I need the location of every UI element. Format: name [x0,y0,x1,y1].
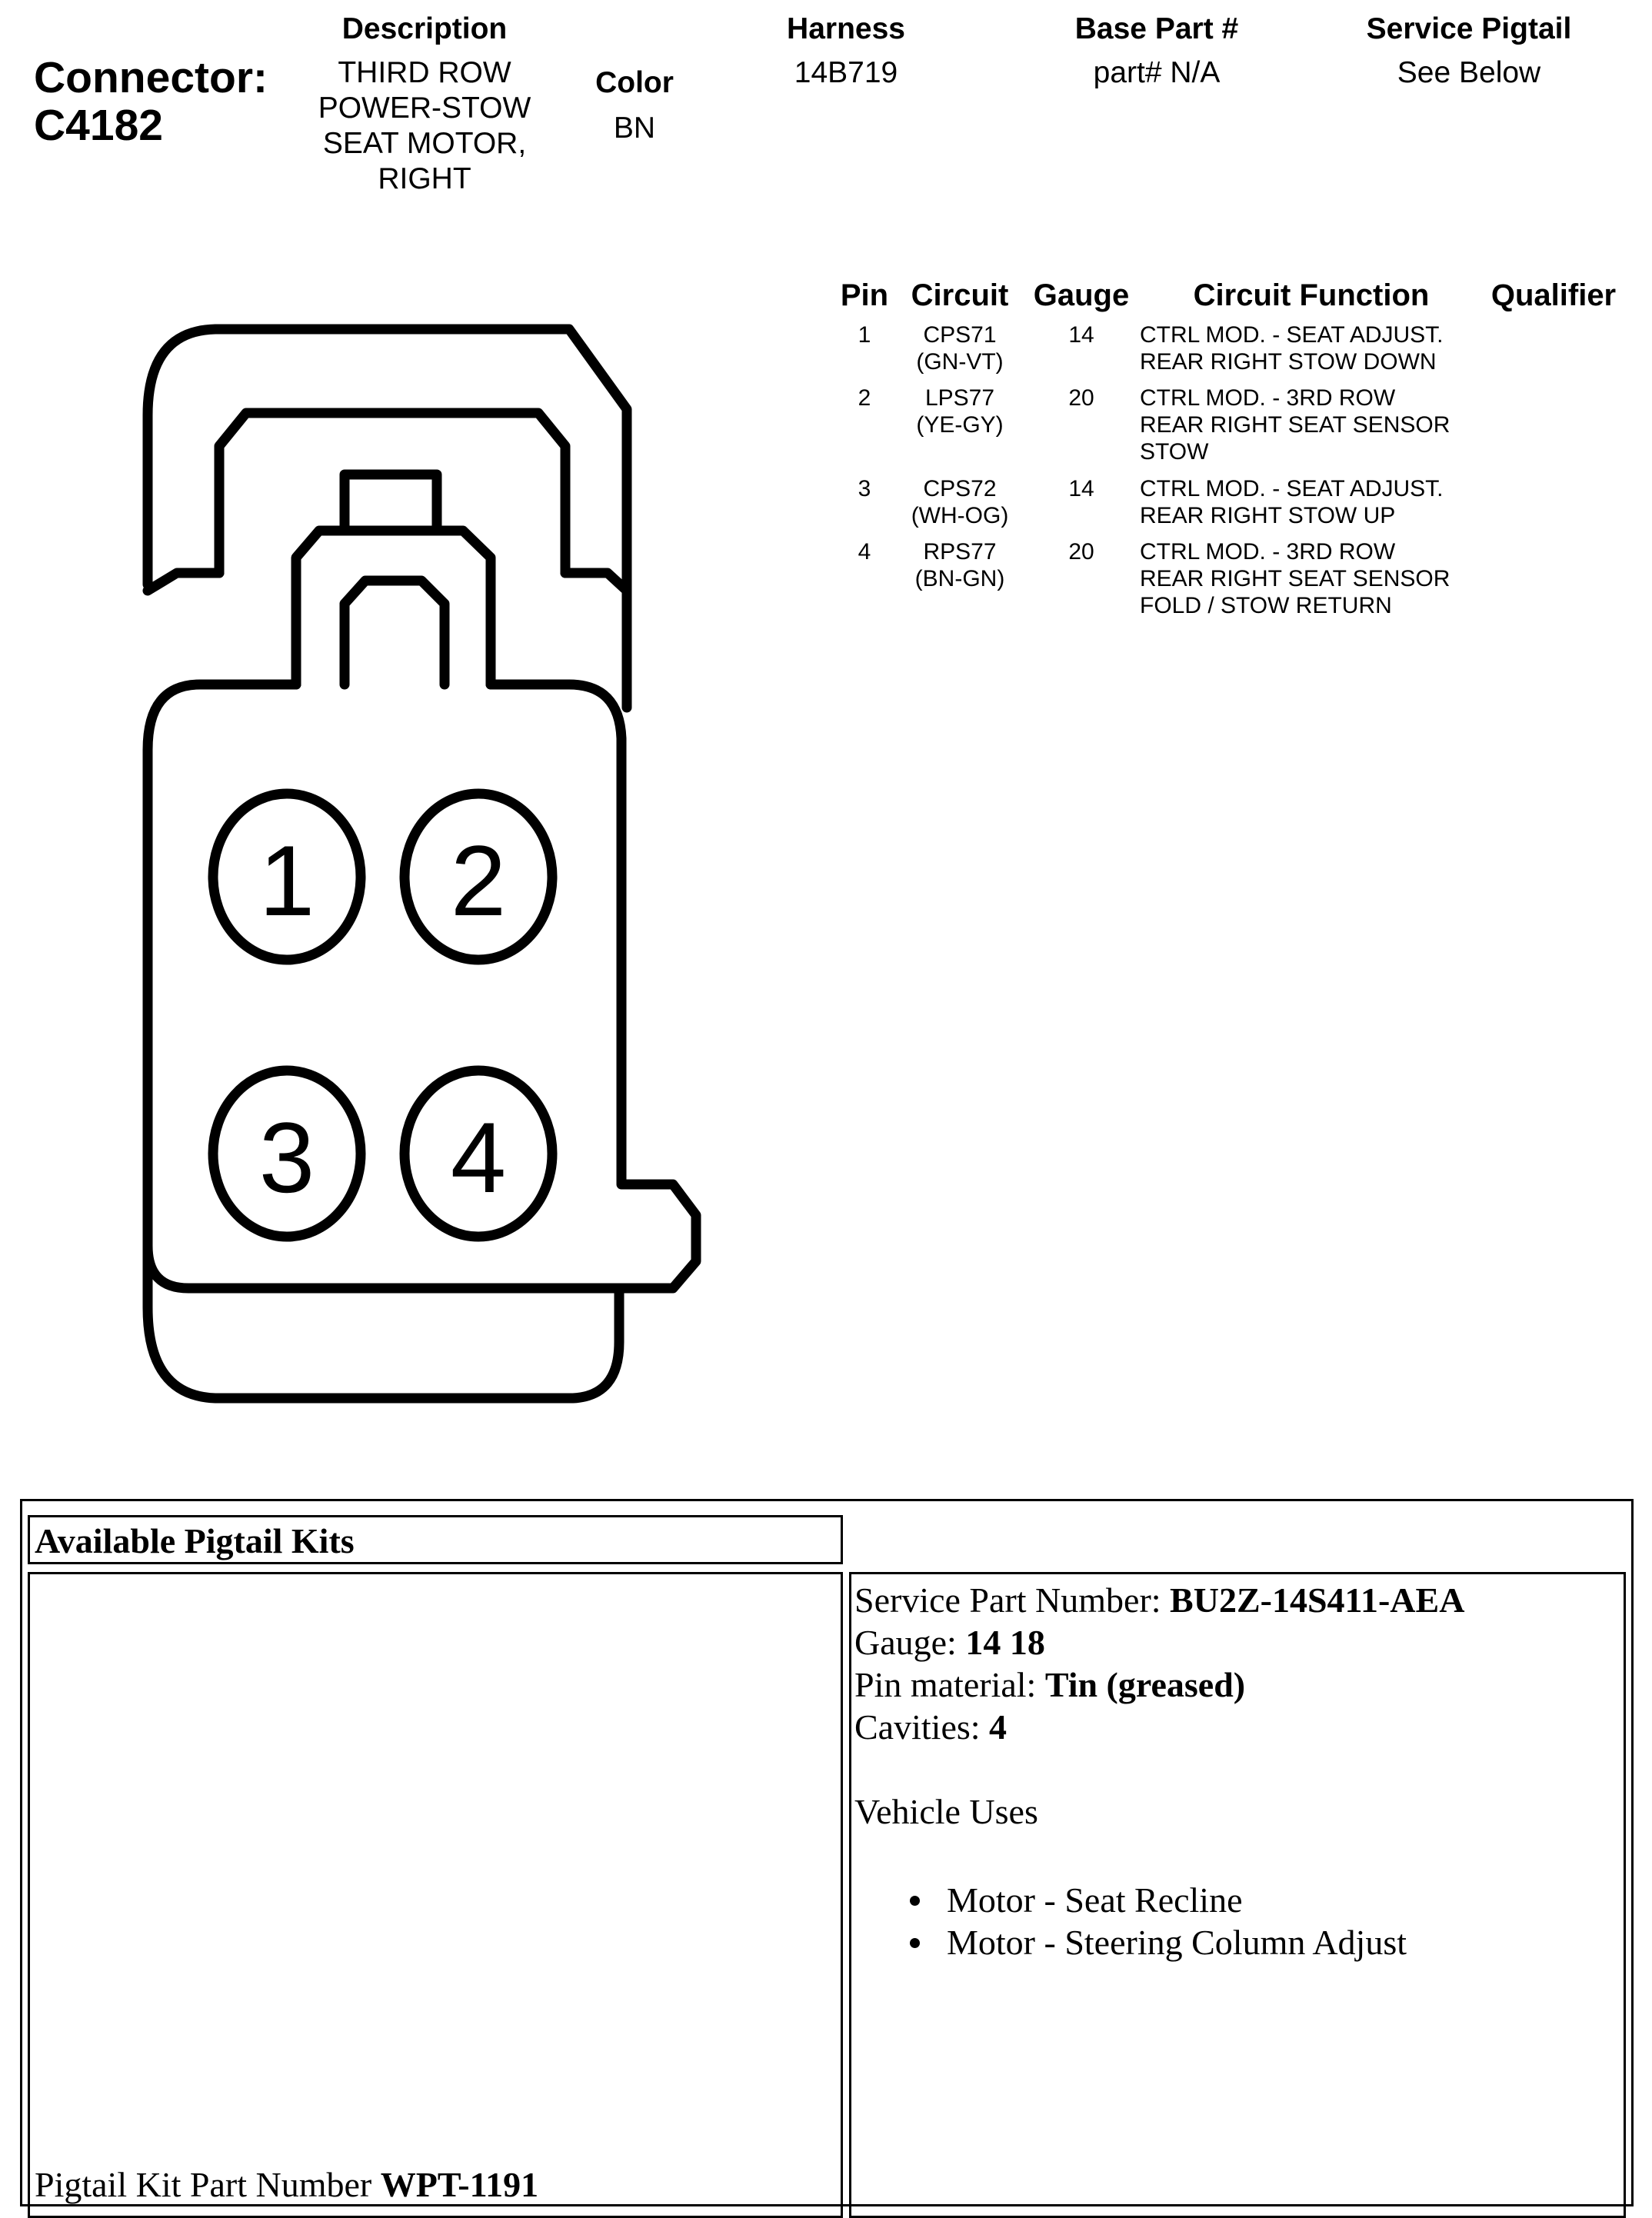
pin-row: 2 LPS77 (YE-GY) 20 CTRL MOD. - 3RD ROW R… [831,385,1638,473]
kit-part-label: Pigtail Kit Part Number [35,2165,372,2204]
harness-label: Harness [787,12,905,45]
gauge-label: Gauge: [854,1623,957,1662]
gauge-cell: 20 [1068,539,1094,564]
vehicle-use-item: Motor - Seat Recline [907,1879,1464,1921]
pin-cavities [208,788,558,1242]
pigtail-kit-part-number: Pigtail Kit Part Number WPT-1191 [35,2163,538,2206]
pigtail-details: Service Part Number: BU2Z-14S411-AEA Gau… [854,1579,1464,1963]
qualifier-header: Qualifier [1490,278,1617,312]
service-part-number-line: Service Part Number: BU2Z-14S411-AEA [854,1579,1464,1621]
connector-outline [142,324,701,1404]
pin-number: 4 [858,539,871,564]
pin-header: Pin [840,278,889,312]
circuit-color: (YE-GY) [916,412,1004,438]
gauge-line: Gauge: 14 18 [854,1621,1464,1664]
cavities-line: Cavities: 4 [854,1706,1464,1748]
pin-cavity-1 [208,788,366,965]
function-line: CTRL MOD. - SEAT ADJUST. [1140,476,1444,501]
function-line: REAR RIGHT SEAT SENSOR [1140,412,1450,438]
pigtail-section-title: Available Pigtail Kits [35,1521,355,1560]
pigtail-kit-cell: Pigtail Kit Part Number WPT-1191 [28,1572,843,2218]
gauge-cell: 14 [1068,476,1094,501]
circuit-cell: CPS72 (WH-OG) [900,475,1020,529]
cavities-label: Cavities: [854,1707,981,1747]
connector-label: Connector: [34,53,268,102]
gauge-cell: 14 [1068,322,1094,348]
pin-label-4: 4 [451,1101,506,1214]
description-value: THIRD ROW POWER-STOW SEAT MOTOR, RIGHT [271,55,578,197]
circuit-color: (BN-GN) [914,566,1005,591]
circuit-cell: LPS77 (YE-GY) [900,385,1020,438]
pin-label-3: 3 [259,1101,315,1214]
description-line: THIRD ROW [338,56,511,89]
pin-number: 2 [858,385,871,411]
color-value: BN [613,112,656,145]
circuit-header: Circuit [911,278,1009,312]
gauge-header: Gauge [1033,278,1130,312]
vehicle-use-item: Motor - Steering Column Adjust [907,1921,1464,1963]
base-part-label: Base Part # [1074,12,1239,45]
service-pigtail-value: See Below [1397,56,1541,89]
pin-number: 1 [858,322,871,348]
pin-label-2: 2 [451,824,506,937]
function-cell: CTRL MOD. - SEAT ADJUST. REAR RIGHT STOW… [1140,475,1494,529]
circuit-color: (WH-OG) [911,503,1009,528]
function-cell: CTRL MOD. - 3RD ROW REAR RIGHT SEAT SENS… [1140,385,1494,465]
circuit-code: RPS77 [923,539,997,564]
connector-id: C4182 [34,101,163,150]
function-line: FOLD / STOW RETURN [1140,593,1392,618]
circuit-code: CPS71 [923,322,997,348]
function-cell: CTRL MOD. - SEAT ADJUST. REAR RIGHT STOW… [1140,321,1494,375]
circuit-function-header: Circuit Function [1193,278,1430,312]
function-line: REAR RIGHT STOW DOWN [1140,349,1437,375]
connector-face-diagram: 1 2 3 4 [142,324,701,1404]
function-line: CTRL MOD. - SEAT ADJUST. [1140,322,1444,348]
gauge-value: 14 18 [965,1623,1045,1662]
pigtail-title-cell: Available Pigtail Kits [28,1515,843,1564]
pin-cavity-3 [208,1065,366,1242]
function-cell: CTRL MOD. - 3RD ROW REAR RIGHT SEAT SENS… [1140,538,1494,619]
cavities-value: 4 [989,1707,1008,1747]
circuit-code: CPS72 [923,476,997,501]
circuit-code: LPS77 [924,385,995,411]
pin-row: 1 CPS71 (GN-VT) 14 CTRL MOD. - SEAT ADJU… [831,321,1638,383]
pin-label-1: 1 [259,824,315,937]
description-label: Description [341,12,508,45]
pin-material-line: Pin material: Tin (greased) [854,1664,1464,1706]
circuit-cell: CPS71 (GN-VT) [900,321,1020,375]
function-line: STOW [1140,439,1209,465]
service-part-value: BU2Z-14S411-AEA [1170,1580,1465,1620]
vehicle-uses-list: Motor - Seat Recline Motor - Steering Co… [907,1879,1464,1963]
service-part-label: Service Part Number: [854,1580,1161,1620]
pin-material-value: Tin (greased) [1044,1665,1246,1704]
kit-part-value: WPT-1191 [380,2165,539,2204]
pin-row: 3 CPS72 (WH-OG) 14 CTRL MOD. - SEAT ADJU… [831,475,1638,537]
circuit-color: (GN-VT) [916,349,1004,375]
function-line: REAR RIGHT STOW UP [1140,503,1396,528]
color-label: Color [595,66,674,99]
pin-cavity-4 [399,1065,558,1242]
function-line: REAR RIGHT SEAT SENSOR [1140,566,1450,591]
function-line: CTRL MOD. - 3RD ROW [1140,385,1396,411]
description-line: POWER-STOW [318,92,531,125]
vehicle-uses-label: Vehicle Uses [854,1792,1038,1831]
service-pigtail-label: Service Pigtail [1366,12,1572,45]
circuit-cell: RPS77 (BN-GN) [900,538,1020,592]
pin-number: 3 [858,476,871,501]
pin-cavity-2 [399,788,558,965]
function-line: CTRL MOD. - 3RD ROW [1140,539,1396,564]
base-part-value: part# N/A [1093,56,1221,89]
gauge-cell: 20 [1068,385,1094,411]
harness-value: 14B719 [794,56,898,89]
pin-row: 4 RPS77 (BN-GN) 20 CTRL MOD. - 3RD ROW R… [831,538,1638,627]
description-line: RIGHT [378,162,471,195]
pin-material-label: Pin material: [854,1665,1037,1704]
pigtail-details-cell: Service Part Number: BU2Z-14S411-AEA Gau… [849,1572,1626,2218]
description-line: SEAT MOTOR, [322,127,527,160]
